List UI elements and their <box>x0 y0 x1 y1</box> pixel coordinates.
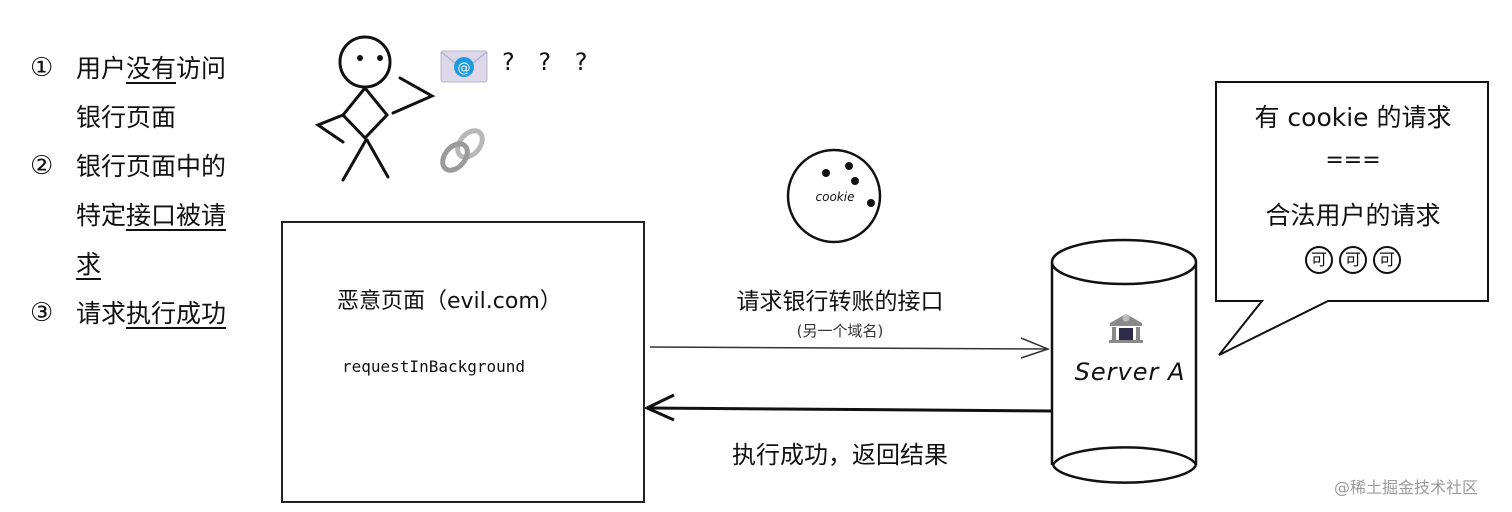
cookie-icon <box>786 148 882 244</box>
step-text-part: 用户 <box>76 54 127 83</box>
step-text-part: 访问 <box>176 54 227 83</box>
evil-page-box <box>281 221 645 503</box>
cookie-label: cookie <box>815 190 855 204</box>
stick-figure-icon <box>314 35 436 182</box>
evil-page-title: 恶意页面（evil.com） <box>337 289 562 314</box>
step-text: 银行页面中的 特定接口被请 求 <box>76 142 256 289</box>
step-text-underlined: 接口被请 <box>126 201 227 230</box>
bubble-emoji-row: 可 可 可 <box>1218 244 1488 274</box>
step-text-underlined: 执行成功 <box>126 299 227 328</box>
server-cylinder <box>1050 238 1198 484</box>
bank-icon <box>1109 314 1143 343</box>
step-1: ① 用户没有访问 银行页面 <box>30 44 270 142</box>
request-arrow <box>649 337 1051 359</box>
step-3: ③ 请求执行成功 <box>30 289 270 338</box>
step-text-part: 银行页面中的 <box>76 152 227 181</box>
request-sublabel: (另一个域名) <box>796 322 884 340</box>
step-2: ② 银行页面中的 特定接口被请 求 <box>30 142 270 289</box>
bubble-line-2: === <box>1325 148 1381 173</box>
evil-page-code: requestInBackground <box>342 357 526 376</box>
circled-ke-icon: 可 <box>1372 246 1401 274</box>
server-label: Server A <box>1074 358 1186 386</box>
bubble-line-1: 有 cookie 的请求 <box>1254 103 1452 132</box>
step-text-underlined: 没有 <box>126 54 177 83</box>
step-text-part: 请求 <box>76 299 127 328</box>
step-number: ② <box>30 151 54 181</box>
svg-text:@: @ <box>458 61 471 76</box>
circled-ke-icon: 可 <box>1339 246 1367 274</box>
email-icon: @ <box>440 50 488 83</box>
link-icon <box>440 128 485 173</box>
response-label: 执行成功，返回结果 <box>732 441 948 469</box>
response-arrow <box>643 393 1053 422</box>
step-text: 请求执行成功 <box>76 289 256 338</box>
step-text-part: 银行页面 <box>76 103 177 132</box>
request-label: 请求银行转账的接口 <box>736 289 944 315</box>
step-text: 用户没有访问 银行页面 <box>76 44 256 142</box>
confusion-marks: ? ? ? <box>502 48 596 76</box>
bubble-line-3: 合法用户的请求 <box>1265 201 1441 230</box>
step-text-underlined: 求 <box>76 250 102 279</box>
steps-list: ① 用户没有访问 银行页面 ② 银行页面中的 特定接口被请 求 ③ 请求执行成功 <box>30 44 270 338</box>
watermark: @稀土掘金技术社区 <box>1334 478 1479 497</box>
circled-ke-icon: 可 <box>1305 246 1334 274</box>
step-text-part: 特定 <box>76 201 127 230</box>
speech-bubble <box>1215 81 1489 356</box>
step-number: ① <box>30 53 54 83</box>
step-number: ③ <box>30 298 54 328</box>
